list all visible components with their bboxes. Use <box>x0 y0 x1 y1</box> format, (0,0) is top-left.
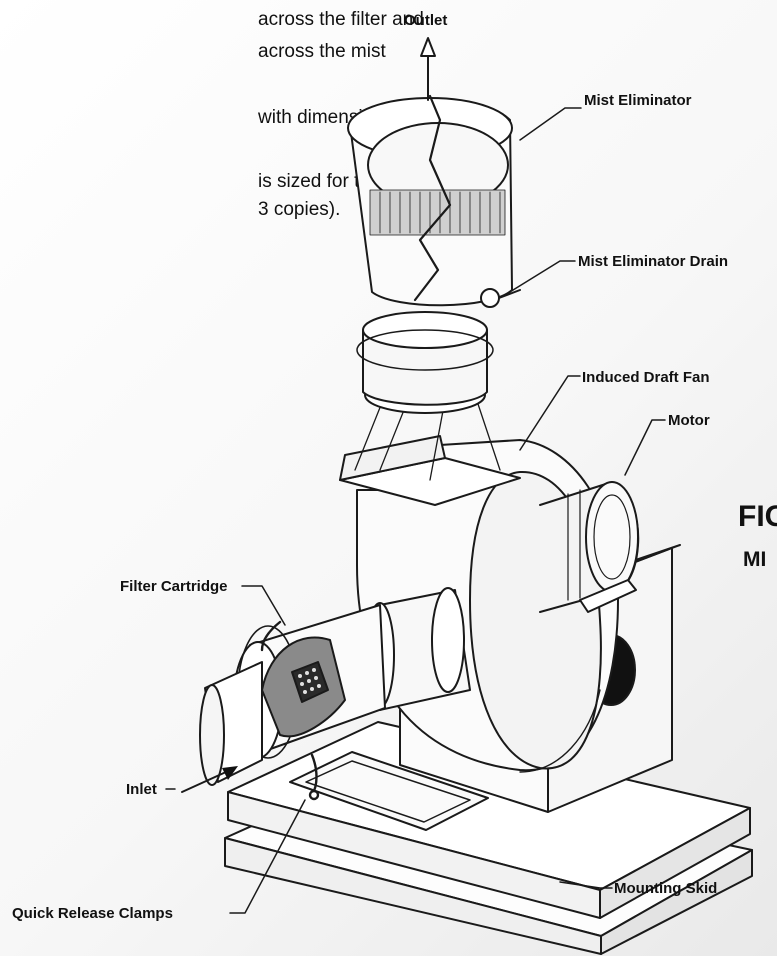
lower-stack <box>356 311 494 406</box>
leader-induced-draft-fan <box>519 375 581 451</box>
inlet-end-cap <box>199 661 263 786</box>
filter-cartridge <box>261 636 346 738</box>
mist-eliminator <box>347 94 521 308</box>
figure-title: FIG <box>738 500 777 533</box>
callout-induced-draft-fan: Induced Draft Fan <box>582 369 710 386</box>
leader-motor <box>624 419 666 476</box>
callout-mounting-skid: Mounting Skid <box>614 880 718 897</box>
drain-valve <box>480 288 500 308</box>
quick-release-clamps <box>260 620 320 801</box>
mounting-skid <box>224 721 753 955</box>
outlet-arrow <box>420 37 436 101</box>
leader-mounting-skid <box>559 881 613 889</box>
body-text-line: across the filter and <box>258 9 424 30</box>
leader-quick-release-clamps <box>229 799 306 914</box>
callout-inlet: Inlet <box>126 781 157 798</box>
body-text-line: across the mist <box>258 41 386 62</box>
leader-lines <box>165 107 666 914</box>
inlet-arrow <box>181 766 238 793</box>
callout-motor: Motor <box>668 412 710 429</box>
callout-mist-eliminator: Mist Eliminator <box>584 92 692 109</box>
callout-quick-release-clamps: Quick Release Clamps <box>12 905 173 922</box>
motor <box>539 481 640 613</box>
callout-outlet: Outlet <box>404 12 448 29</box>
body-text-line: 3 copies). <box>258 199 341 220</box>
leader-mist-eliminator <box>519 107 582 141</box>
leader-mist-eliminator-drain <box>504 260 576 296</box>
callout-filter-cartridge: Filter Cartridge <box>120 578 228 595</box>
callout-mist-eliminator-drain: Mist Eliminator Drain <box>578 253 729 270</box>
leader-filter-cartridge <box>241 585 286 626</box>
figure-subtitle: MI <box>743 548 767 571</box>
